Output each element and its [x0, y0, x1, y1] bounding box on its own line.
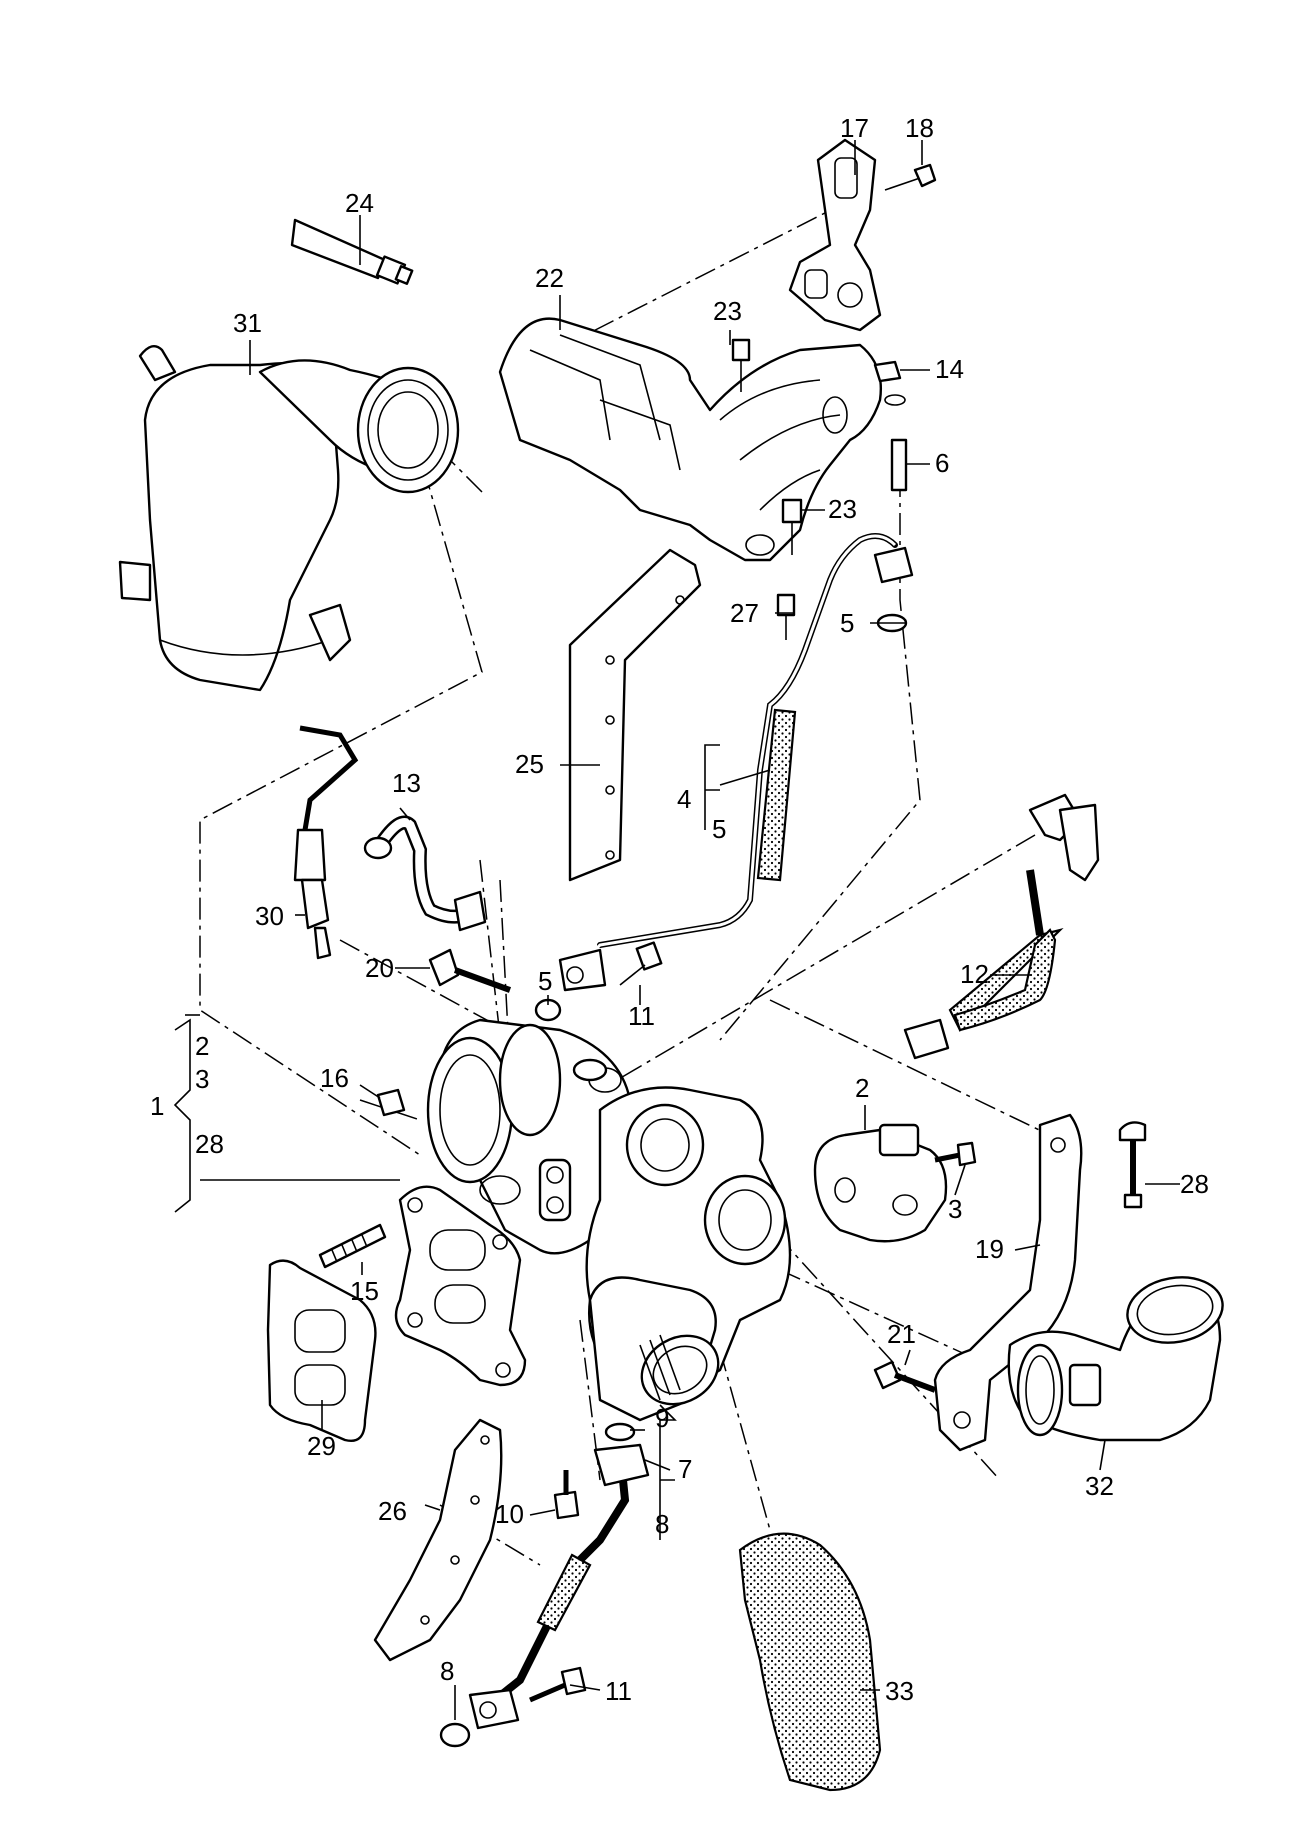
callout-11-lower: 11 [605, 1676, 632, 1706]
callout-8: 8 [440, 1656, 454, 1686]
nut-16 [376, 1088, 406, 1117]
bolt-21 [873, 1360, 937, 1393]
leader-lines [173, 140, 1180, 1720]
lower-heat-shield [373, 1418, 503, 1662]
bolt-20 [428, 948, 512, 993]
bolt-11-upper [619, 941, 663, 986]
callout-29: 29 [307, 1431, 336, 1461]
callout-28-group: 28 [195, 1129, 224, 1159]
callout-20: 20 [365, 953, 394, 983]
water-pipe [363, 815, 487, 932]
callout-28: 28 [1180, 1169, 1209, 1199]
callout-25: 25 [515, 749, 544, 779]
callout-13: 13 [392, 768, 421, 798]
washer-8 [439, 1722, 471, 1748]
callout-16: 16 [320, 1063, 349, 1093]
nut-14 [873, 360, 906, 406]
gasket-29 [266, 1259, 377, 1442]
callout-32: 32 [1085, 1471, 1114, 1501]
bolt-18 [884, 163, 937, 191]
callout-21: 21 [887, 1319, 916, 1349]
callout-labels: 17 18 24 22 31 23 14 6 23 27 5 25 4 5 13… [150, 113, 1209, 1706]
callout-18: 18 [905, 113, 934, 143]
callout-22: 22 [535, 263, 564, 293]
callout-2: 2 [855, 1073, 869, 1103]
bolt-11-lower [529, 1666, 587, 1703]
coolant-hose [903, 793, 1100, 1060]
callout-6: 6 [935, 448, 949, 478]
callout-33: 33 [885, 1676, 914, 1706]
callout-23-lower: 23 [828, 494, 857, 524]
oil-return-line [468, 1422, 650, 1730]
callout-15: 15 [350, 1276, 379, 1306]
callout-17: 17 [840, 113, 869, 143]
callout-5-group: 5 [712, 814, 726, 844]
callout-12: 12 [960, 959, 989, 989]
bolt-23-upper [731, 338, 751, 392]
callout-24: 24 [345, 188, 374, 218]
callout-2-group: 2 [195, 1031, 209, 1061]
bolt-27 [776, 593, 796, 640]
air-hose [738, 1532, 882, 1792]
support-bracket [933, 1113, 1083, 1452]
callout-3-group: 3 [195, 1064, 209, 1094]
callout-1: 1 [150, 1091, 164, 1121]
bolt-10 [553, 1470, 580, 1520]
callout-5-lower: 5 [538, 966, 552, 996]
callout-9: 9 [655, 1403, 669, 1433]
heat-shield [498, 317, 882, 562]
callout-4: 4 [677, 784, 691, 814]
callout-8-group: 8 [655, 1509, 669, 1539]
callout-27: 27 [730, 598, 759, 628]
sealant-tube [290, 218, 414, 285]
callout-31: 31 [233, 308, 262, 338]
oxygen-sensor [293, 725, 359, 960]
bolt-28 [1118, 1121, 1147, 1209]
intake-elbow [1007, 1276, 1224, 1442]
callout-5-upper: 5 [840, 608, 854, 638]
callout-10: 10 [495, 1499, 524, 1529]
stud-15 [318, 1223, 387, 1269]
callout-30: 30 [255, 901, 284, 931]
wastegate-actuator [813, 1123, 948, 1243]
oil-supply-line [558, 533, 914, 992]
catalytic-converter [118, 344, 460, 692]
callout-14: 14 [935, 354, 964, 384]
callout-23-upper: 23 [713, 296, 742, 326]
callout-11-upper: 11 [628, 1001, 655, 1031]
stud-6 [890, 438, 908, 492]
callout-3: 3 [948, 1194, 962, 1224]
heat-shield-strip [568, 548, 702, 882]
callout-7: 7 [678, 1454, 692, 1484]
bracket [788, 138, 882, 332]
callout-19: 19 [975, 1234, 1004, 1264]
bolt-23-lower [781, 498, 803, 555]
bolt-3 [934, 1141, 977, 1167]
callout-26: 26 [378, 1496, 407, 1526]
turbocharger [394, 1018, 792, 1422]
